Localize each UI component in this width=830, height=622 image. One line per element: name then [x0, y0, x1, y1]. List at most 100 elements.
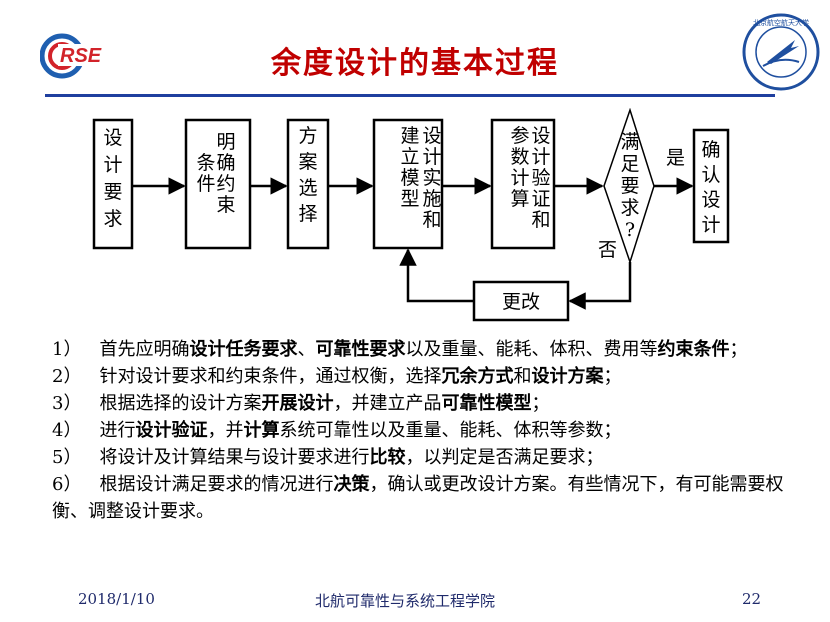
- step-emphasis: 开展设计: [261, 393, 334, 414]
- box-label-char: 设: [103, 127, 122, 149]
- box-verification: [490, 118, 556, 250]
- footer-page-number: 22: [742, 590, 762, 608]
- box-label-char: 立: [400, 146, 419, 168]
- step-number: 2）: [52, 366, 100, 387]
- box-label-char: 和: [531, 209, 550, 231]
- box-label-char: 算: [510, 188, 529, 210]
- step-text: 以及重量、能耗、体积、费用等: [405, 339, 658, 360]
- box-label-char: 施: [422, 188, 441, 210]
- footer-institution: 北航可靠性与系统工程学院: [315, 592, 496, 610]
- box-label-char: 设: [701, 189, 720, 211]
- logo-text: RSE: [60, 45, 102, 67]
- step-item: 3） 根据选择的设计方案开展设计，并建立产品可靠性模型；: [52, 390, 792, 417]
- step-text: 根据选择的设计方案: [99, 393, 262, 414]
- step-text: 针对设计要求和约束条件，通过权衡，选择: [99, 366, 442, 387]
- box-label-char: 计: [510, 167, 529, 189]
- box-label-char: 择: [298, 203, 317, 225]
- step-text: ，以判定是否满足要求；: [405, 447, 604, 468]
- box-label-char: 计: [422, 146, 441, 168]
- box-scheme-selection: [286, 118, 330, 250]
- box-label-char: 约: [216, 173, 235, 195]
- box-label-char: 型: [400, 188, 419, 210]
- box-label-char: 件: [196, 173, 215, 195]
- step-text: 根据设计满足要求的情况进行: [99, 474, 334, 495]
- step-emphasis: 比较: [369, 447, 406, 468]
- step-text: 和: [513, 366, 532, 387]
- logo-text-bg: [58, 44, 116, 66]
- step-number: 5）: [52, 447, 100, 468]
- seal-text: 北京航空航天大学: [753, 18, 809, 27]
- decision-label-char: 求: [620, 197, 639, 219]
- box-label-char: 计: [103, 154, 122, 176]
- step-list: 1） 首先应明确设计任务要求、可靠性要求以及重量、能耗、体积、费用等约束条件；2…: [52, 336, 792, 525]
- decision-label-char: 足: [620, 153, 639, 175]
- rse-logo: RSE: [40, 33, 116, 79]
- box-constraints: [184, 118, 252, 250]
- step-item: 4） 进行设计验证，并计算系统可靠性以及重量、能耗、体积等参数；: [52, 417, 792, 444]
- decision-label-char: 要: [620, 175, 639, 197]
- box-labels: 设计要求明确约束条件方案选择设计实施和建立模型设计验证和参数计算确认设计满足要求…: [103, 125, 720, 241]
- box-label-char: 证: [531, 188, 550, 210]
- decision-label-char: 满: [620, 131, 639, 153]
- step-text: ；: [603, 366, 622, 387]
- step-emphasis: 约束条件: [657, 339, 730, 360]
- seal-outer-ring: [742, 13, 820, 91]
- box-label-char: 选: [298, 177, 317, 199]
- step-text: ；: [531, 393, 550, 414]
- step-text: ，并: [207, 420, 244, 441]
- arrow-feedback: [399, 248, 474, 303]
- box-label-char: 认: [701, 164, 720, 186]
- box-label-char: 和: [422, 209, 441, 231]
- step-text: 系统可靠性以及重量、能耗、体积等参数；: [279, 420, 622, 441]
- title-divider: [45, 94, 775, 97]
- box-label-char: 求: [103, 208, 122, 230]
- step-item: 2） 针对设计要求和约束条件，通过权衡，选择冗余方式和设计方案；: [52, 363, 792, 390]
- box-label-char: 条: [196, 152, 215, 174]
- box-label-char: 设: [422, 125, 441, 147]
- seal-swoosh: [762, 58, 800, 67]
- seal-inner-ring: [755, 26, 807, 78]
- step-emphasis: 可靠性模型: [441, 393, 532, 414]
- step-number: 6）: [52, 474, 100, 495]
- step-text: 将设计及计算结果与设计要求进行: [99, 447, 370, 468]
- step-item: 6） 根据设计满足要求的情况进行决策，确认或更改设计方案。有些情况下，有可能需要…: [52, 471, 792, 525]
- step-item: 1） 首先应明确设计任务要求、可靠性要求以及重量、能耗、体积、费用等约束条件；: [52, 336, 792, 363]
- box-label-char: 束: [216, 194, 235, 216]
- step-emphasis: 设计任务要求: [189, 339, 298, 360]
- page-title: 余度设计的基本过程: [271, 46, 559, 81]
- step-text: 进行: [99, 420, 136, 441]
- university-seal: 北京航空航天大学: [742, 13, 820, 91]
- box-label-char: 参: [510, 125, 529, 147]
- box-label-char: 验: [531, 167, 550, 189]
- step-text: ，并建立产品: [333, 393, 442, 414]
- box-label-char: 案: [298, 151, 317, 173]
- step-number: 1）: [52, 339, 100, 360]
- box-label-char: 要: [103, 181, 122, 203]
- step-text: ；: [729, 339, 748, 360]
- step-number: 4）: [52, 420, 100, 441]
- step-emphasis: 设计方案: [531, 366, 604, 387]
- yes-label: 是: [666, 147, 685, 169]
- step-emphasis: 可靠性要求: [315, 339, 406, 360]
- box-label-char: 实: [422, 167, 441, 189]
- seal-plane-icon: [767, 40, 799, 64]
- footer-date: 2018/1/10: [78, 590, 155, 608]
- box-label-char: 计: [701, 214, 720, 236]
- step-emphasis: 冗余方式: [441, 366, 514, 387]
- box-label-char: 模: [400, 167, 419, 189]
- box-label-char: 计: [531, 146, 550, 168]
- flowchart: 是 否 更改 设计要求明确约束条件方案选择设计实施和建立模型设计验证和参数计算确…: [92, 108, 730, 322]
- step-item: 5） 将设计及计算结果与设计要求进行比较，以判定是否满足要求；: [52, 444, 792, 471]
- step-text: 首先应明确: [99, 339, 190, 360]
- step-text: 、: [297, 339, 316, 360]
- step-number: 3）: [52, 393, 100, 414]
- change-label: 更改: [502, 291, 540, 313]
- box-label-char: 方: [298, 125, 317, 147]
- box-confirm: [692, 128, 730, 244]
- arrow-no: [568, 262, 632, 310]
- box-label-char: 确: [216, 152, 235, 174]
- step-emphasis: 计算: [243, 420, 280, 441]
- box-label-char: 数: [510, 146, 529, 168]
- box-requirement: [92, 118, 134, 250]
- step-text: ，确认或更改设计方案。有些情况下，有可能需要权衡、调整设计要求。: [52, 474, 784, 522]
